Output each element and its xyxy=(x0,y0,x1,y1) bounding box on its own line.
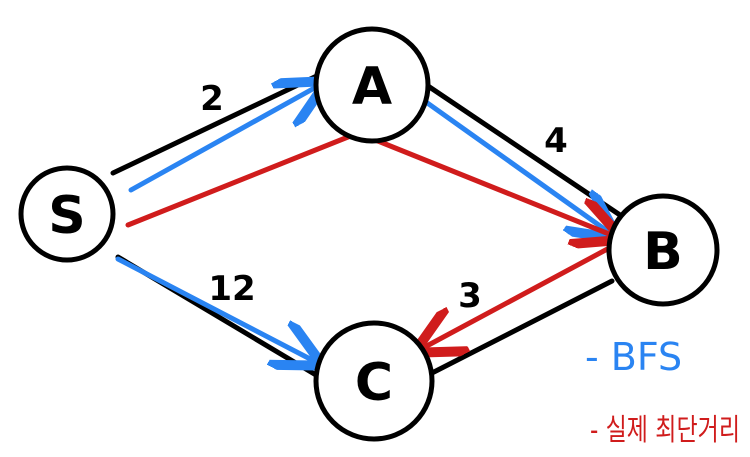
legend: - BFS - 실제 최단거리 xyxy=(585,335,740,448)
node-c: C xyxy=(313,320,435,442)
weight-c-b: 3 xyxy=(458,276,482,316)
shortest-edge-a-b xyxy=(355,130,614,236)
edge-a-b xyxy=(425,83,623,218)
node-label-a: A xyxy=(352,57,392,117)
legend-shortest: - 실제 최단거리 xyxy=(590,413,740,448)
node-label-b: B xyxy=(643,222,683,282)
shortest-path xyxy=(125,130,616,348)
node-b: B xyxy=(606,193,720,307)
bfs-edge-s-a xyxy=(128,86,318,193)
node-label-c: C xyxy=(355,353,393,413)
shortest-edge-b-c xyxy=(423,243,616,348)
weight-a-b: 4 xyxy=(544,121,568,161)
node-label-s: S xyxy=(48,186,85,246)
bfs-edge-s-c xyxy=(115,256,314,361)
node-s: S xyxy=(18,165,116,263)
weight-s-a: 2 xyxy=(200,79,224,119)
shortest-edge-s-a xyxy=(125,130,361,228)
weight-s-c: 12 xyxy=(208,269,255,309)
bfs-edge-a-b xyxy=(423,99,610,233)
node-a: A xyxy=(313,26,431,144)
legend-bfs: - BFS xyxy=(585,335,682,379)
